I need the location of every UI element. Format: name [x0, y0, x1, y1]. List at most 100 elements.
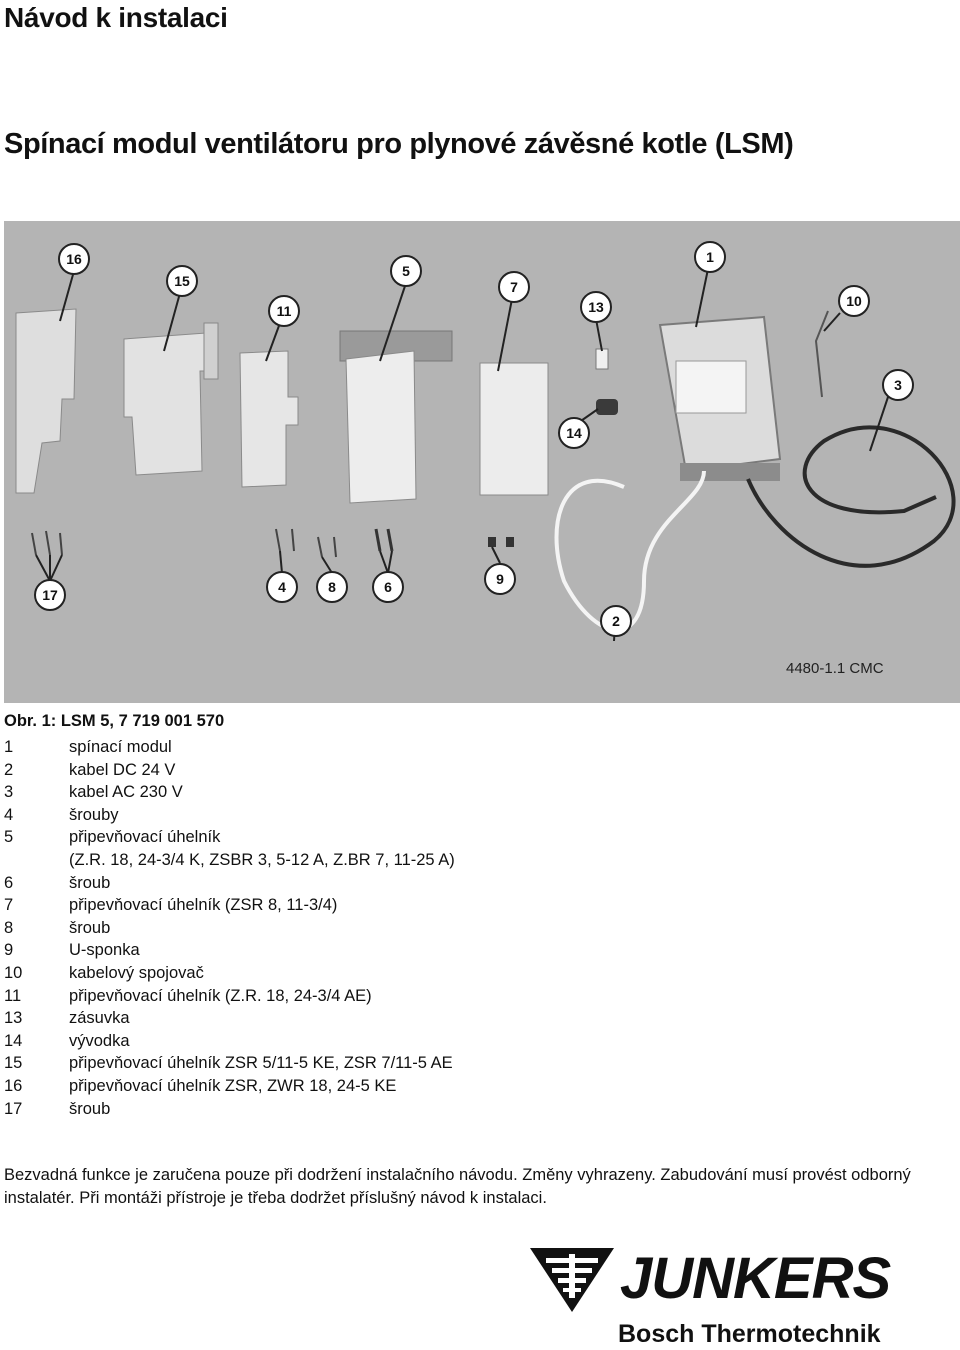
callout-text: 16: [66, 251, 82, 267]
module-1-base: [680, 463, 780, 481]
part-number: 11: [4, 986, 22, 1005]
screws-4-8: [275, 528, 337, 558]
callout-8: [316, 571, 348, 603]
part-description: připevňovací úhelník ZSR 5/11-5 KE, ZSR …: [69, 1052, 453, 1075]
part-description: spínací modul: [69, 736, 172, 759]
bracket-5-shape: [345, 350, 417, 504]
list-item: 15 připevňovací úhelník ZSR 5/11-5 KE, ZS…: [4, 1052, 455, 1075]
callout-text: 4: [278, 579, 286, 595]
list-item: 16 připevňovací úhelník ZSR, ZWR 18, 24-5…: [4, 1075, 455, 1098]
part-description-line: připevňovací úhelník ZSR 5/11-5 KE, ZSR …: [69, 1054, 453, 1073]
part-description: U-sponka: [69, 939, 140, 962]
callout-text: 11: [277, 303, 292, 319]
part-number: 13: [4, 1009, 23, 1028]
part-description: kabel AC 230 V: [69, 781, 183, 804]
callout-text: 9: [496, 571, 504, 587]
callout-11: [268, 295, 300, 327]
part-description: zásuvka: [69, 1007, 130, 1030]
part-description-line: šroub: [69, 873, 111, 892]
parts-list: 1 spínací modul 2 kabel DC 24 V 3 kabel AC 23…: [4, 736, 455, 1120]
part-description: šroub: [69, 872, 110, 895]
list-item: 7 připevňovací úhelník (ZSR 8, 11-3/4): [4, 894, 455, 917]
logo-company: Bosch Thermotechnik: [618, 1320, 881, 1348]
part-description-line: kabel DC 24 V: [69, 760, 176, 779]
part-description-line: připevňovací úhelník: [69, 828, 221, 847]
list-item: 8 šroub: [4, 917, 455, 940]
part-description-line: zásuvka: [69, 1009, 130, 1028]
part-number: 3: [4, 783, 14, 802]
parts-photo: 16 15 11 5 7 13 1 10 3 14 17 4 8 6 9 2 4…: [4, 221, 960, 703]
list-item: 10 kabelový spojovač: [4, 962, 455, 985]
callout-6: [372, 571, 404, 603]
part-number: 15: [4, 1054, 23, 1073]
part-number: 2: [4, 760, 14, 779]
part-description: připevňovací úhelník (ZSR 8, 11-3/4): [69, 894, 337, 917]
part-number: 8: [4, 918, 14, 937]
callout-9: [484, 563, 516, 595]
part-description: vývodka: [69, 1030, 130, 1053]
part-number: 5: [4, 828, 14, 847]
callout-text: 8: [328, 579, 336, 595]
list-item: 17 šroub: [4, 1098, 455, 1121]
callout-3: [882, 369, 914, 401]
part-description: kabel DC 24 V: [69, 759, 175, 782]
part-number: 1: [4, 738, 14, 756]
part-description-line: šroub: [69, 1099, 111, 1118]
grommet-14-shape: [596, 399, 618, 415]
callout-text: 13: [588, 299, 604, 315]
callout-text: 14: [566, 425, 582, 441]
page-subtitle: Spínací modul ventilátoru pro plynové zá…: [4, 128, 794, 160]
bracket-7-shape: [479, 362, 549, 496]
part-description: šrouby: [69, 804, 119, 827]
callout-text: 5: [402, 263, 410, 279]
installation-note: Bezvadná funkce je zaručena pouze při do…: [4, 1166, 911, 1207]
cable-10-shape: [814, 310, 829, 398]
callout-16: [58, 243, 90, 275]
screws-6: [374, 528, 394, 552]
part-description-line: připevňovací úhelník (ZSR 8, 11-3/4): [69, 896, 338, 915]
bracket-15-tab: [203, 322, 219, 380]
callout-14: [558, 417, 590, 449]
part-description-line: připevňovací úhelník (Z.R. 18, 24-3/4 AE…: [69, 986, 372, 1005]
part-description-line: kabelový spojovač: [69, 963, 204, 982]
junkers-logo: JUNKERS Bosch Thermotechnik: [530, 1244, 950, 1348]
part-description-line: kabel AC 230 V: [69, 783, 183, 802]
figure-caption: Obr. 1: LSM 5, 7 719 001 570: [4, 712, 225, 730]
callout-text: 17: [42, 587, 58, 603]
callout-4: [266, 571, 298, 603]
part-description-line: (Z.R. 18, 24-3/4 K, ZSBR 3, 5-12 A, Z.BR…: [69, 850, 455, 869]
list-item: 3 kabel AC 230 V: [4, 781, 455, 804]
part-number: 9: [4, 941, 14, 960]
module-1-label: [675, 360, 747, 414]
part-description-line: U-sponka: [69, 941, 140, 960]
screws-17: [31, 530, 63, 556]
callout-text: 1: [706, 249, 714, 265]
callout-1: [694, 241, 726, 273]
part-description: šroub: [69, 917, 110, 940]
part-number: 10: [4, 963, 23, 982]
part-number: 14: [4, 1031, 23, 1050]
list-item: 14 vývodka: [4, 1030, 455, 1053]
part-description: šroub: [69, 1098, 110, 1121]
part-description: připevňovací úhelník (Z.R. 18, 24-3/4 AE…: [69, 985, 372, 1008]
page-title: Návod k instalaci: [4, 2, 228, 33]
part-number: 16: [4, 1076, 23, 1095]
list-item: 9 U-sponka: [4, 939, 455, 962]
callout-text: 2: [612, 613, 620, 629]
list-item: 2 kabel DC 24 V: [4, 759, 455, 782]
callout-text: 10: [846, 293, 862, 309]
part-description: připevňovací úhelník ZSR, ZWR 18, 24-5 K…: [69, 1075, 396, 1098]
part-number: 7: [4, 896, 14, 915]
part-number: 17: [4, 1099, 23, 1118]
part-number: 4: [4, 805, 14, 824]
bracket-11-shape: [239, 350, 299, 488]
list-item: 5 připevňovací úhelník (Z.R. 18, 24-3/4 K,…: [4, 826, 455, 871]
part-description-line: šroub: [69, 918, 111, 937]
logo-brand: JUNKERS: [620, 1246, 891, 1311]
part-description-line: připevňovací úhelník ZSR, ZWR 18, 24-5 K…: [69, 1076, 397, 1095]
part-description: připevňovací úhelník (Z.R. 18, 24-3/4 K, …: [69, 826, 455, 871]
list-item: 11 připevňovací úhelník (Z.R. 18, 24-3/4 …: [4, 985, 455, 1008]
socket-13-shape: [595, 348, 609, 370]
callout-text: 3: [894, 377, 902, 393]
